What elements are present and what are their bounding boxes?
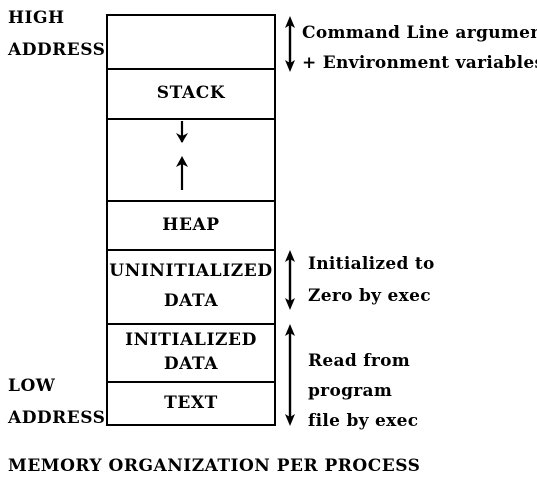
args-env-annotation: Command Line arguments + Environment var… (302, 18, 537, 78)
exec-read-annotation: Read from program file by exec (308, 346, 418, 436)
low-address-line1: LOW (8, 376, 56, 396)
segment-args-env (108, 16, 274, 68)
segment-data-label-line2: DATA (163, 354, 219, 374)
bss-annotation-line1: Initialized to (308, 254, 435, 274)
divider-args-stack (108, 68, 274, 70)
segment-free-space (108, 118, 274, 200)
memory-layout-column: STACK HEAP UNINITIALIZED DATA INITIALIZE… (106, 14, 276, 426)
segment-text: TEXT (108, 381, 274, 424)
exec-read-annotation-line1: Read from (308, 351, 411, 371)
divider-free-heap (108, 200, 274, 202)
low-address-label: LOW ADDRESS (8, 370, 105, 434)
bss-annotation-line2: Zero by exec (308, 286, 431, 306)
segment-stack: STACK (108, 68, 274, 118)
args-env-annotation-line1: Command Line arguments (302, 23, 537, 43)
diagram-caption: MEMORY ORGANIZATION PER PROCESS (8, 456, 421, 476)
segment-data-label-line1: INITIALIZED (125, 330, 257, 350)
exec-read-annotation-line3: file by exec (308, 411, 419, 431)
divider-heap-bss (108, 249, 274, 251)
high-address-line1: HIGH (8, 8, 65, 28)
segment-initialized-data: INITIALIZED DATA (108, 323, 274, 381)
segment-bss-label-line1: UNINITIALIZED (109, 261, 273, 281)
segment-stack-label: STACK (156, 83, 226, 103)
segment-uninitialized-data: UNINITIALIZED DATA (108, 249, 274, 323)
bss-range-arrow-icon (285, 250, 295, 310)
bss-annotation: Initialized to Zero by exec (308, 248, 435, 312)
segment-heap: HEAP (108, 200, 274, 249)
segment-text-label: TEXT (164, 392, 218, 413)
exec-read-range-arrow-icon (285, 324, 295, 426)
segment-bss-label-line2: DATA (163, 291, 219, 311)
low-address-line2: ADDRESS (8, 408, 106, 428)
high-address-label: HIGH ADDRESS (8, 2, 105, 66)
args-env-range-arrow-icon (285, 16, 295, 72)
high-address-line2: ADDRESS (8, 40, 106, 60)
divider-stack-free (108, 118, 274, 120)
args-env-annotation-line2: + Environment variables (302, 53, 537, 73)
divider-bss-data (108, 323, 274, 325)
exec-read-annotation-line2: program (308, 381, 393, 401)
segment-heap-label: HEAP (162, 214, 220, 235)
divider-data-text (108, 381, 274, 383)
